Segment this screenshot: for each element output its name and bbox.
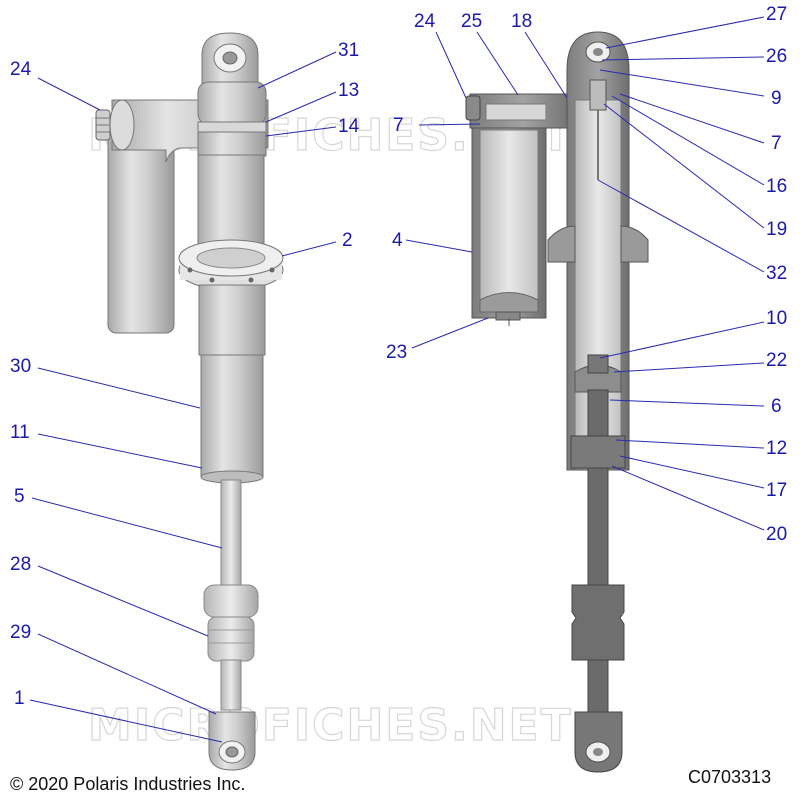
callout-11: 11 <box>10 422 30 443</box>
callout-5: 5 <box>14 486 25 507</box>
callout-13: 13 <box>338 80 359 101</box>
body-cap <box>197 81 267 125</box>
callout-16: 16 <box>766 176 787 197</box>
reservoir-canister <box>107 127 175 334</box>
callout-2: 2 <box>342 230 353 251</box>
callout-24-right: 24 <box>414 11 436 32</box>
callout-23: 23 <box>386 342 407 363</box>
callout-6: 6 <box>771 396 782 417</box>
callout-30: 30 <box>10 356 31 377</box>
leader-lines <box>29 16 765 743</box>
callout-32: 32 <box>766 263 787 284</box>
shock-body <box>198 284 266 356</box>
callout-27: 27 <box>766 4 787 25</box>
copyright-notice: © 2020 Polaris Industries Inc. <box>10 774 245 794</box>
callout-24-left: 24 <box>10 59 32 80</box>
callout-12: 12 <box>766 438 787 459</box>
callout-4: 4 <box>392 230 403 251</box>
callout-labels: 24 31 13 14 2 30 11 5 28 29 1 24 25 18 2… <box>10 4 787 709</box>
callout-25: 25 <box>461 11 482 32</box>
callout-17: 17 <box>766 480 787 501</box>
reservoir-cap <box>109 99 135 151</box>
callout-7-right: 7 <box>771 133 782 154</box>
collar-seal <box>197 131 267 157</box>
callout-14: 14 <box>338 116 360 137</box>
callout-1: 1 <box>14 688 25 709</box>
bump-stop-cutaway <box>571 584 625 661</box>
callout-18: 18 <box>511 11 532 32</box>
floating-piston <box>479 292 539 313</box>
callout-31: 31 <box>338 40 359 61</box>
spring-collar-cutaway <box>547 225 576 263</box>
assembled-shock <box>95 32 284 771</box>
callout-10: 10 <box>766 308 787 329</box>
shock-body-upper <box>197 154 265 256</box>
bump-stop-lower <box>207 616 255 662</box>
seal-head <box>570 435 626 469</box>
callout-9: 9 <box>771 88 782 109</box>
shock-body-sleeve <box>200 354 264 478</box>
cutaway-shock <box>465 31 649 773</box>
figure-id: C0703313 <box>688 767 771 787</box>
callout-20: 20 <box>766 524 787 545</box>
callout-7-left: 7 <box>393 115 404 136</box>
piston-rod <box>220 479 242 591</box>
callout-22: 22 <box>766 350 787 371</box>
callout-28: 28 <box>10 554 31 575</box>
callout-29: 29 <box>10 622 31 643</box>
bump-stop-upper <box>203 584 259 618</box>
piston-rod-cutaway <box>587 389 609 591</box>
callout-26: 26 <box>766 46 787 67</box>
callout-19: 19 <box>766 219 787 240</box>
watermark-bottom: MICROFICHES.NET <box>88 700 573 751</box>
collar-ring <box>197 121 267 133</box>
